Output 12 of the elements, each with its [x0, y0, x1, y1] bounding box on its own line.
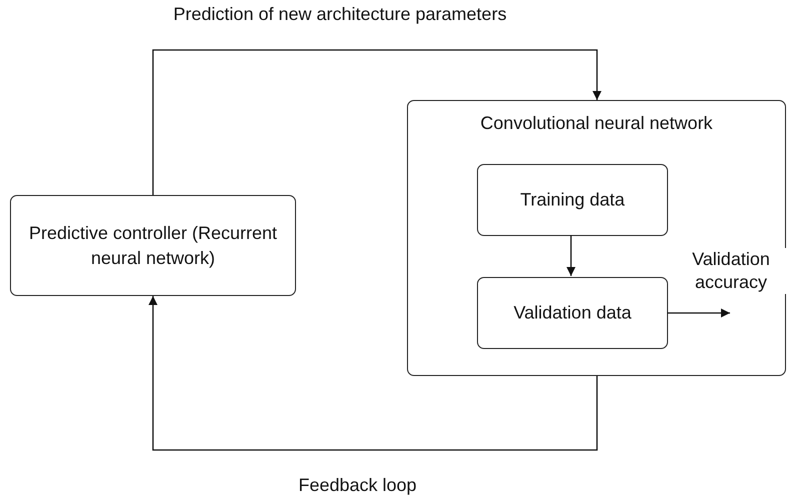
process-box: [477, 164, 668, 236]
node-label: Convolutional neural network: [479, 112, 714, 135]
process-box: [477, 277, 668, 349]
node-label: Predictive controller (Recurrent neural network): [28, 222, 278, 270]
container-box: [407, 100, 786, 376]
arrow: [566, 235, 576, 276]
arrow: [152, 49, 602, 195]
process-box: [10, 195, 296, 296]
arrow: [148, 296, 598, 451]
node-label: Training data: [519, 188, 626, 212]
arrow: [667, 308, 730, 318]
node-label: Validation data: [512, 302, 632, 324]
